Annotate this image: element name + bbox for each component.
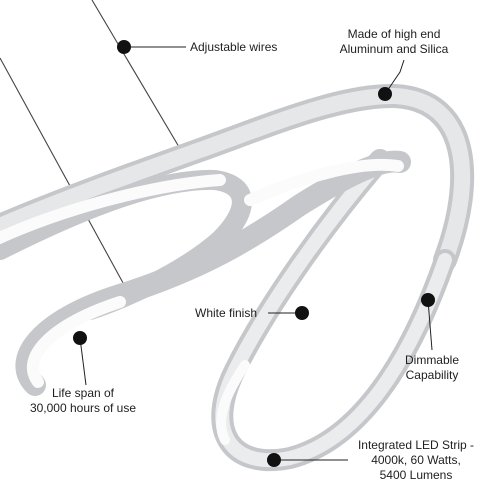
callout-markers [73, 40, 435, 467]
led-strip-left [27, 296, 126, 388]
callout-text: Adjustable wires [190, 40, 278, 54]
marker-dimmable [421, 293, 435, 307]
marker-lifespan [73, 331, 87, 345]
callout-lifespan: Life span of 30,000 hours of use [18, 386, 148, 416]
callout-material: Made of high end Aluminum and Silica [323, 27, 465, 57]
callout-dimmable: Dimmable Capability [386, 353, 478, 383]
callout-text: Dimmable [404, 353, 459, 367]
led-strip-top [0, 174, 226, 245]
callout-text: White finish [195, 306, 258, 320]
callout-text: Integrated LED Strip - [357, 438, 475, 452]
wire-left [0, 57, 129, 293]
callout-white-finish: White finish [195, 306, 257, 321]
marker-finish [295, 306, 309, 320]
callout-led-strip: Integrated LED Strip - 4000k, 60 Watts, … [340, 438, 492, 483]
led-strip-bottom [216, 360, 250, 445]
marker-material [378, 87, 392, 101]
marker-wires [117, 40, 131, 54]
marker-led [267, 453, 281, 467]
led-strip-middle [244, 158, 404, 206]
led-strips [0, 158, 404, 445]
wire-right [91, 0, 183, 153]
callout-text: Life span of [51, 386, 115, 400]
callout-text: Capability [405, 368, 459, 382]
callout-adjustable-wires: Adjustable wires [190, 40, 277, 55]
frame-left-sweep [15, 150, 411, 396]
callout-text: 4000k, 60 Watts, [371, 453, 461, 467]
callout-text: Aluminum and Silica [339, 42, 449, 56]
suspension-wires [0, 0, 183, 293]
callout-text: 5400 Lumens [379, 468, 453, 482]
callout-text: 30,000 hours of use [29, 401, 137, 415]
callout-text: Made of high end [347, 27, 441, 41]
